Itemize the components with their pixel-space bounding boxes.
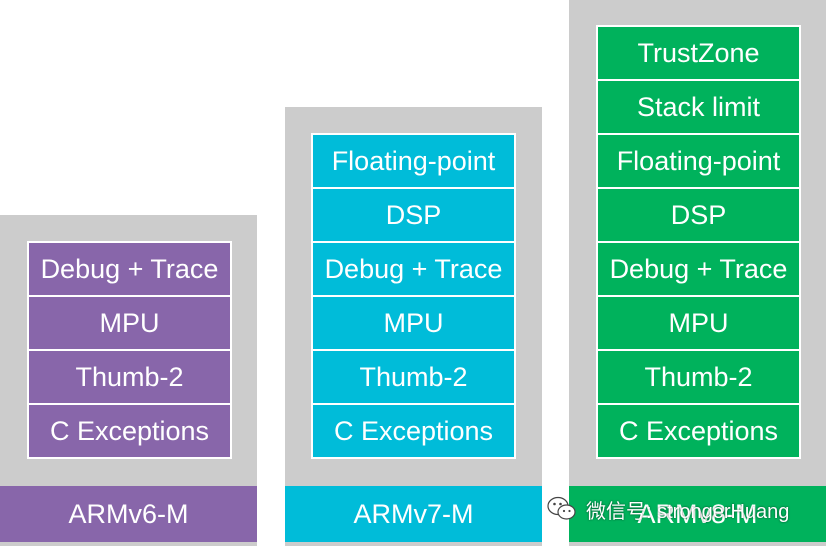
feature-block: C Exceptions [29,405,230,459]
feature-block: Stack limit [598,81,799,135]
feature-block: Debug + Trace [29,243,230,297]
feature-block: TrustZone [598,27,799,81]
feature-block: Thumb-2 [598,351,799,405]
armv7m-label: ARMv7-M [285,486,542,542]
feature-block: Debug + Trace [598,243,799,297]
armv8m-feature-stack: TrustZone Stack limit Floating-point DSP… [596,25,801,459]
feature-block: Floating-point [598,135,799,189]
wechat-icon [546,494,578,524]
feature-block: DSP [313,189,514,243]
watermark-text: 微信号: strongerHuang [586,500,790,523]
armv7m-feature-stack: Floating-point DSP Debug + Trace MPU Thu… [311,133,516,459]
armv6m-feature-stack: Debug + Trace MPU Thumb-2 C Exceptions [27,241,232,459]
feature-block: C Exceptions [313,405,514,459]
feature-block: MPU [29,297,230,351]
feature-block: C Exceptions [598,405,799,459]
feature-block: MPU [598,297,799,351]
feature-block: DSP [598,189,799,243]
armv8m-label: ARMv8-M [569,486,826,542]
feature-block: Thumb-2 [313,351,514,405]
feature-block: Floating-point [313,135,514,189]
watermark: 微信号: strongerHuang [546,492,789,526]
feature-block: Debug + Trace [313,243,514,297]
feature-block: MPU [313,297,514,351]
feature-block: Thumb-2 [29,351,230,405]
armv6m-label: ARMv6-M [0,486,257,542]
